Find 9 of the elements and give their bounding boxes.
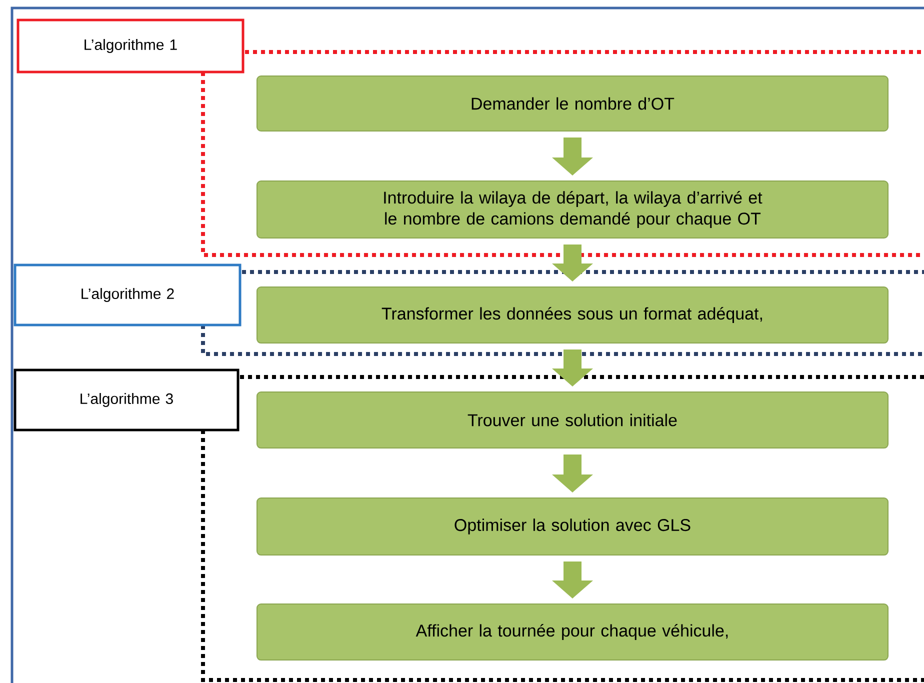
algorithm-label-box: L’algorithme 2 (14, 264, 242, 326)
algorithm-label-box: L’algorithme 1 (16, 18, 244, 74)
process-box: Trouver une solution initiale (256, 392, 888, 448)
process-box: Demander le nombre d’OT (256, 76, 888, 132)
process-box: Introduire la wilaya de départ, la wilaya d’arrivé et le nombre de camions demandé pour chaque OT (256, 180, 888, 238)
algorithm-label-box: L’algorithme 3 (14, 368, 240, 432)
process-box: Afficher la tournée pour chaque véhicule, (256, 604, 888, 660)
process-box: Transformer les données sous un format adéquat, (256, 286, 888, 344)
process-box: Optimiser la solution avec GLS (256, 498, 888, 556)
